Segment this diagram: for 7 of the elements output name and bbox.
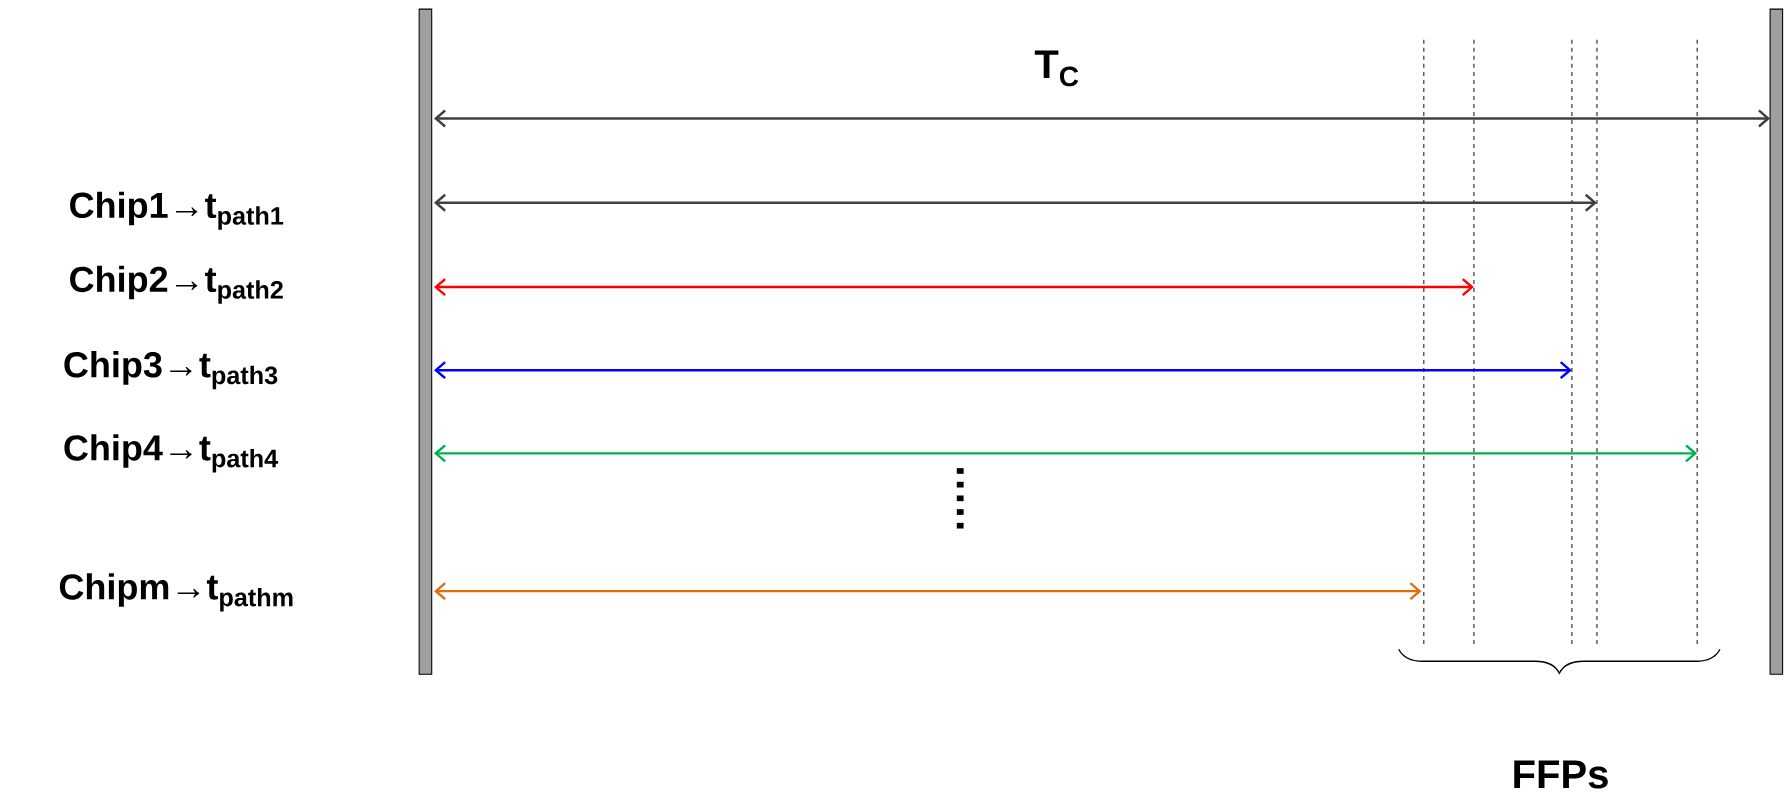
label: T$_{C}$ [1034,50,1079,87]
label: Chip2→t$_{path2}$ [70,265,283,304]
label: Chip3→t$_{path3}$ [64,351,278,390]
label: FFPs [1514,760,1608,789]
label: Chip1→t$_{path1}$ [70,191,284,230]
label: Chip4→t$_{path4}$ [64,434,279,473]
label: Chipm→t$_{pathm}$ [59,573,293,612]
